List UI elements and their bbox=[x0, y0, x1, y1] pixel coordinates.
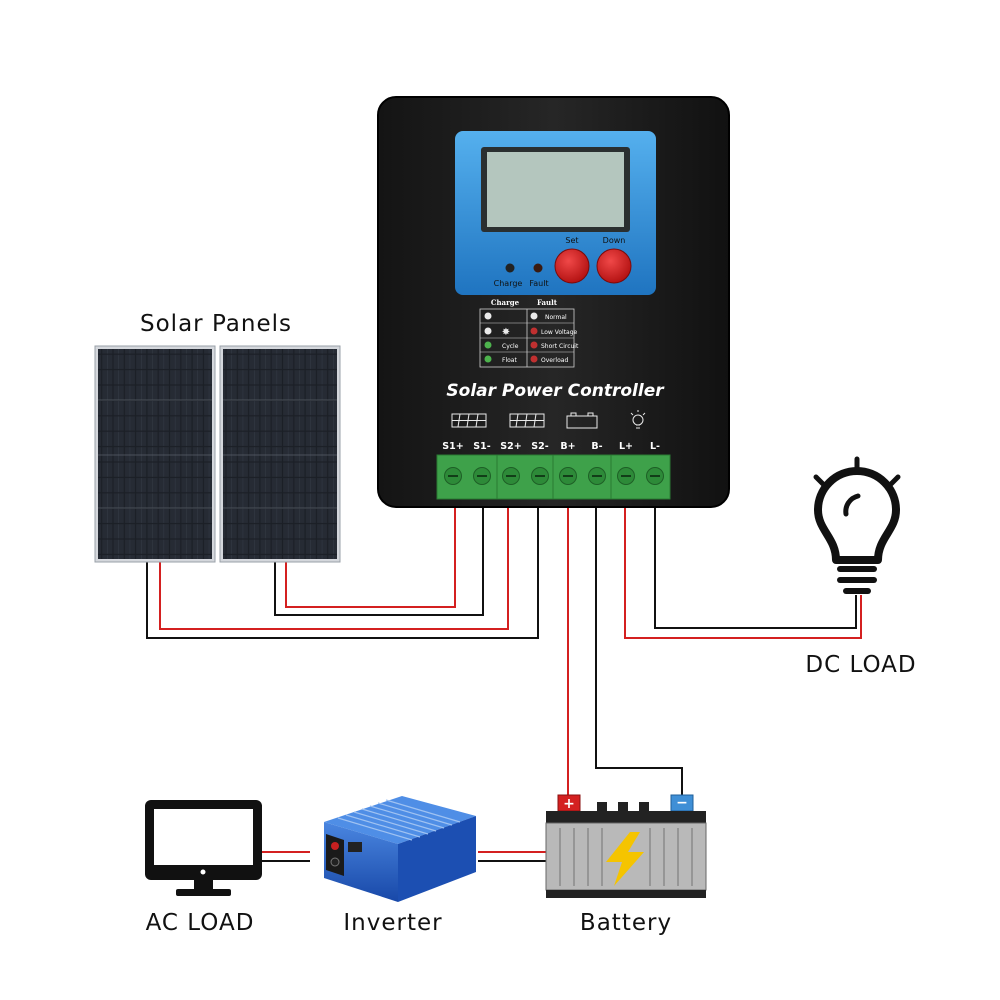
legend-led-icon bbox=[485, 313, 492, 320]
terminal-label: B- bbox=[591, 441, 602, 452]
terminal-screw[interactable] bbox=[503, 468, 520, 485]
terminal-screw[interactable] bbox=[532, 468, 549, 485]
legend-fault-item: Short Circuit bbox=[541, 343, 579, 350]
legend-led-icon bbox=[531, 342, 538, 349]
charge-led-label: Charge bbox=[494, 279, 523, 288]
ac-load-label: AC LOAD bbox=[146, 910, 255, 936]
down-button-label: Down bbox=[603, 236, 626, 245]
legend-led-icon bbox=[485, 356, 492, 363]
legend-led-icon bbox=[531, 356, 538, 363]
solar-controller: Set Down Charge Fault Charge Fault ✸ Cyc… bbox=[378, 97, 729, 507]
terminal-label: S1+ bbox=[442, 441, 463, 452]
terminal-screw[interactable] bbox=[445, 468, 462, 485]
inverter-label: Inverter bbox=[343, 910, 442, 936]
terminal-label: L+ bbox=[619, 441, 633, 452]
minus-icon: − bbox=[676, 795, 688, 811]
solar-panel-icon bbox=[220, 346, 340, 562]
dc-load-label: DC LOAD bbox=[805, 652, 916, 678]
battery-icon: + − bbox=[546, 795, 706, 898]
terminal-screw[interactable] bbox=[647, 468, 664, 485]
charge-led bbox=[506, 264, 515, 273]
terminal-label: B+ bbox=[560, 441, 575, 452]
terminal-label: S2- bbox=[531, 441, 548, 452]
wire-battery-negative bbox=[596, 505, 682, 795]
terminal-screw[interactable] bbox=[474, 468, 491, 485]
terminal-screw[interactable] bbox=[560, 468, 577, 485]
legend-fault-item: Overload bbox=[541, 357, 568, 364]
sun-icon: ✸ bbox=[502, 327, 510, 338]
legend-fault-header: Fault bbox=[537, 298, 558, 307]
solar-panels: Solar Panels bbox=[95, 311, 340, 562]
battery-label: Battery bbox=[580, 910, 672, 936]
legend-fault-item: Normal bbox=[545, 314, 567, 321]
inverter-icon bbox=[324, 796, 476, 902]
plus-icon: + bbox=[563, 796, 575, 812]
set-button[interactable] bbox=[555, 249, 589, 283]
set-button-label: Set bbox=[565, 236, 578, 245]
legend-charge-item: Float bbox=[502, 357, 517, 364]
terminal-label: S2+ bbox=[500, 441, 521, 452]
down-button[interactable] bbox=[597, 249, 631, 283]
terminal-block bbox=[437, 455, 670, 499]
ac-load: AC LOAD bbox=[145, 800, 262, 936]
terminal-label: S1- bbox=[473, 441, 490, 452]
controller-title: Solar Power Controller bbox=[446, 381, 665, 401]
inverter: Inverter bbox=[324, 796, 476, 936]
dc-load: DC LOAD bbox=[805, 459, 916, 678]
legend-fault-item: Low Voltage bbox=[541, 329, 578, 336]
monitor-icon bbox=[145, 800, 262, 896]
fault-led-label: Fault bbox=[529, 279, 548, 288]
legend-charge-item: Cycle bbox=[502, 343, 519, 350]
fault-led bbox=[534, 264, 543, 273]
legend-led-icon bbox=[531, 328, 538, 335]
terminal-label: L- bbox=[650, 441, 660, 452]
legend-charge-header: Charge bbox=[491, 298, 520, 307]
terminal-screw[interactable] bbox=[618, 468, 635, 485]
legend-led-icon bbox=[531, 313, 538, 320]
solar-panels-label: Solar Panels bbox=[140, 311, 292, 337]
light-bulb-icon bbox=[816, 459, 898, 591]
legend-led-icon bbox=[485, 342, 492, 349]
wire-load-negative bbox=[655, 505, 856, 628]
solar-panel-icon bbox=[95, 346, 215, 562]
battery: + − Battery bbox=[546, 795, 706, 936]
terminal-screw[interactable] bbox=[589, 468, 606, 485]
legend-led-icon bbox=[485, 328, 492, 335]
